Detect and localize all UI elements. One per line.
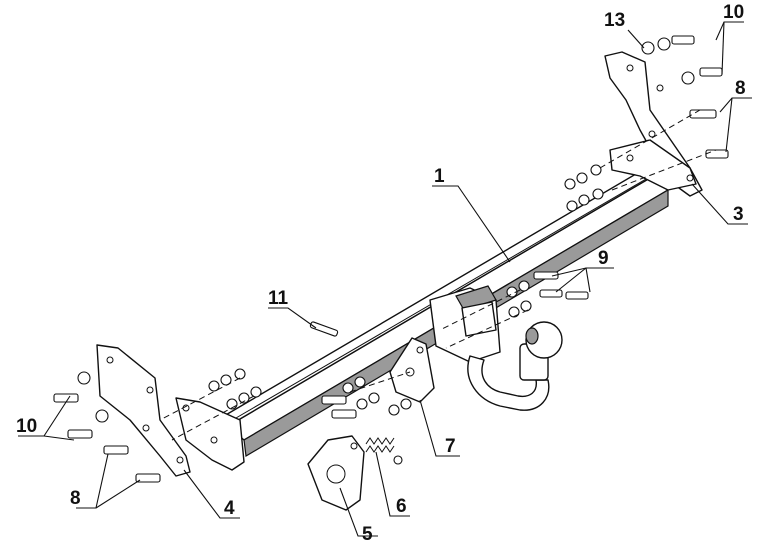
callout-5: 5 [362,524,373,540]
socket-bracket [389,337,435,403]
spring [365,437,403,465]
callout-7: 7 [445,436,456,457]
receiver-and-ball-hitch [429,285,563,411]
callout-11: 11 [268,288,289,309]
callout-10-left: 10 [16,416,37,437]
pin-11 [309,321,339,337]
callout-10-right: 10 [723,2,744,23]
right-bracket [604,51,703,197]
callout-9: 9 [598,248,609,269]
callout-8-right: 8 [735,78,746,99]
leader-lines [18,21,752,537]
hardware-right-beam [564,164,604,212]
hardware-centre-bolts [506,271,589,318]
socket-plate [307,435,365,511]
callout-3: 3 [733,204,744,225]
callout-13: 13 [604,10,625,31]
hardware-centre-left [321,376,412,419]
left-bracket [96,344,245,477]
hardware-left-bracket [53,371,161,483]
callout-4: 4 [224,498,235,519]
callout-6: 6 [396,496,407,517]
assembly-lines [159,109,717,441]
hardware-left-beam [208,368,262,410]
callout-labels: 1 3 4 5 6 7 8 8 9 10 10 11 13 [16,2,746,540]
callout-1: 1 [434,166,445,187]
callout-8-left: 8 [70,488,81,509]
